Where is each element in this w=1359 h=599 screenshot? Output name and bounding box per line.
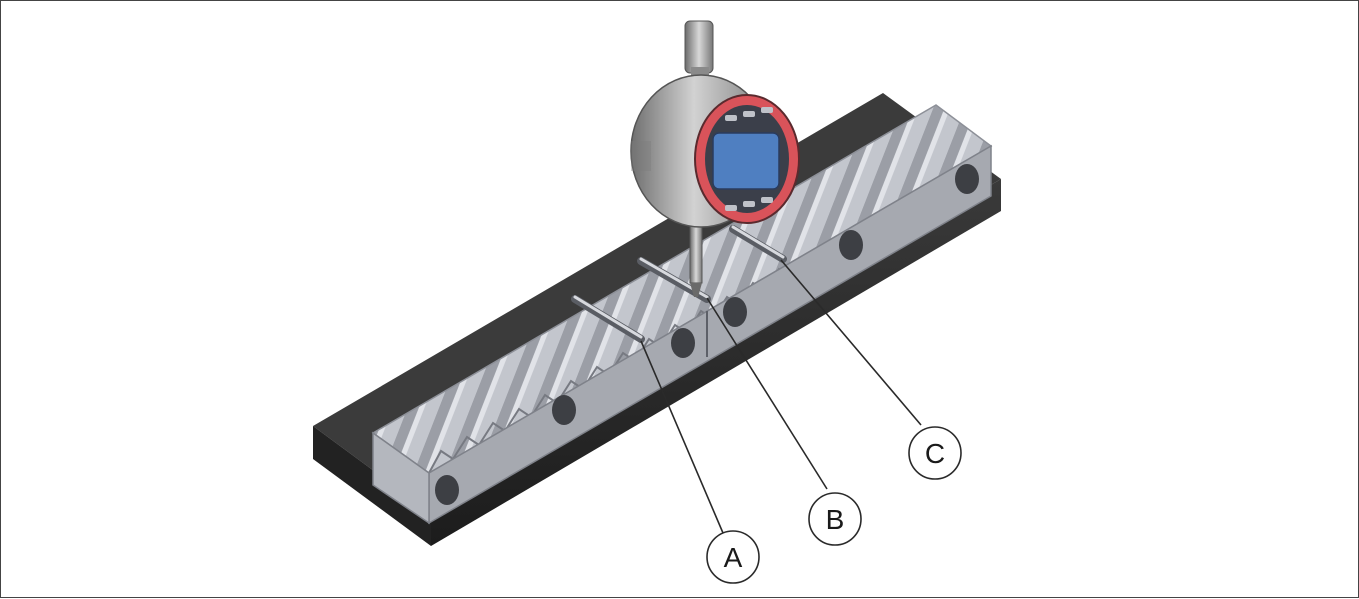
callout-c: C [908,426,962,480]
pin-c [729,225,787,263]
indicator-button [743,111,755,117]
indicator-top-cap [684,20,714,74]
leader-line-c [780,259,922,426]
dial-indicator [630,20,800,297]
indicator-button [725,205,737,211]
leader-lines [640,259,922,534]
callout-label-c: C [925,438,945,469]
rack-end-face [372,431,430,525]
mounting-hole [839,230,863,260]
indicator-button [725,115,737,121]
indicator-button [761,107,773,113]
indicator-housing-band [631,141,651,171]
indicator-button [761,197,773,203]
callout-label-b: B [826,504,845,535]
mounting-hole [435,475,459,505]
callout-circle [706,530,760,584]
indicator-display [712,132,780,190]
indicator-button [743,201,755,207]
base-front-face [313,426,431,546]
leader-line-a [640,340,724,534]
mounting-hole [955,164,979,194]
indicator-tip [690,283,702,297]
callout-label-a: A [724,542,743,573]
mounting-hole [723,297,747,327]
mounting-hole [552,395,576,425]
callout-b: B [808,492,862,546]
pin-a [571,295,645,343]
pin-a-highlight [573,295,643,339]
pin-c-highlight [731,225,785,259]
mounting-hole [671,328,695,358]
callout-circle [808,492,862,546]
measuring-pins [571,225,787,343]
callout-a: A [706,530,760,584]
callout-circle [908,426,962,480]
leader-line-b [706,297,828,490]
